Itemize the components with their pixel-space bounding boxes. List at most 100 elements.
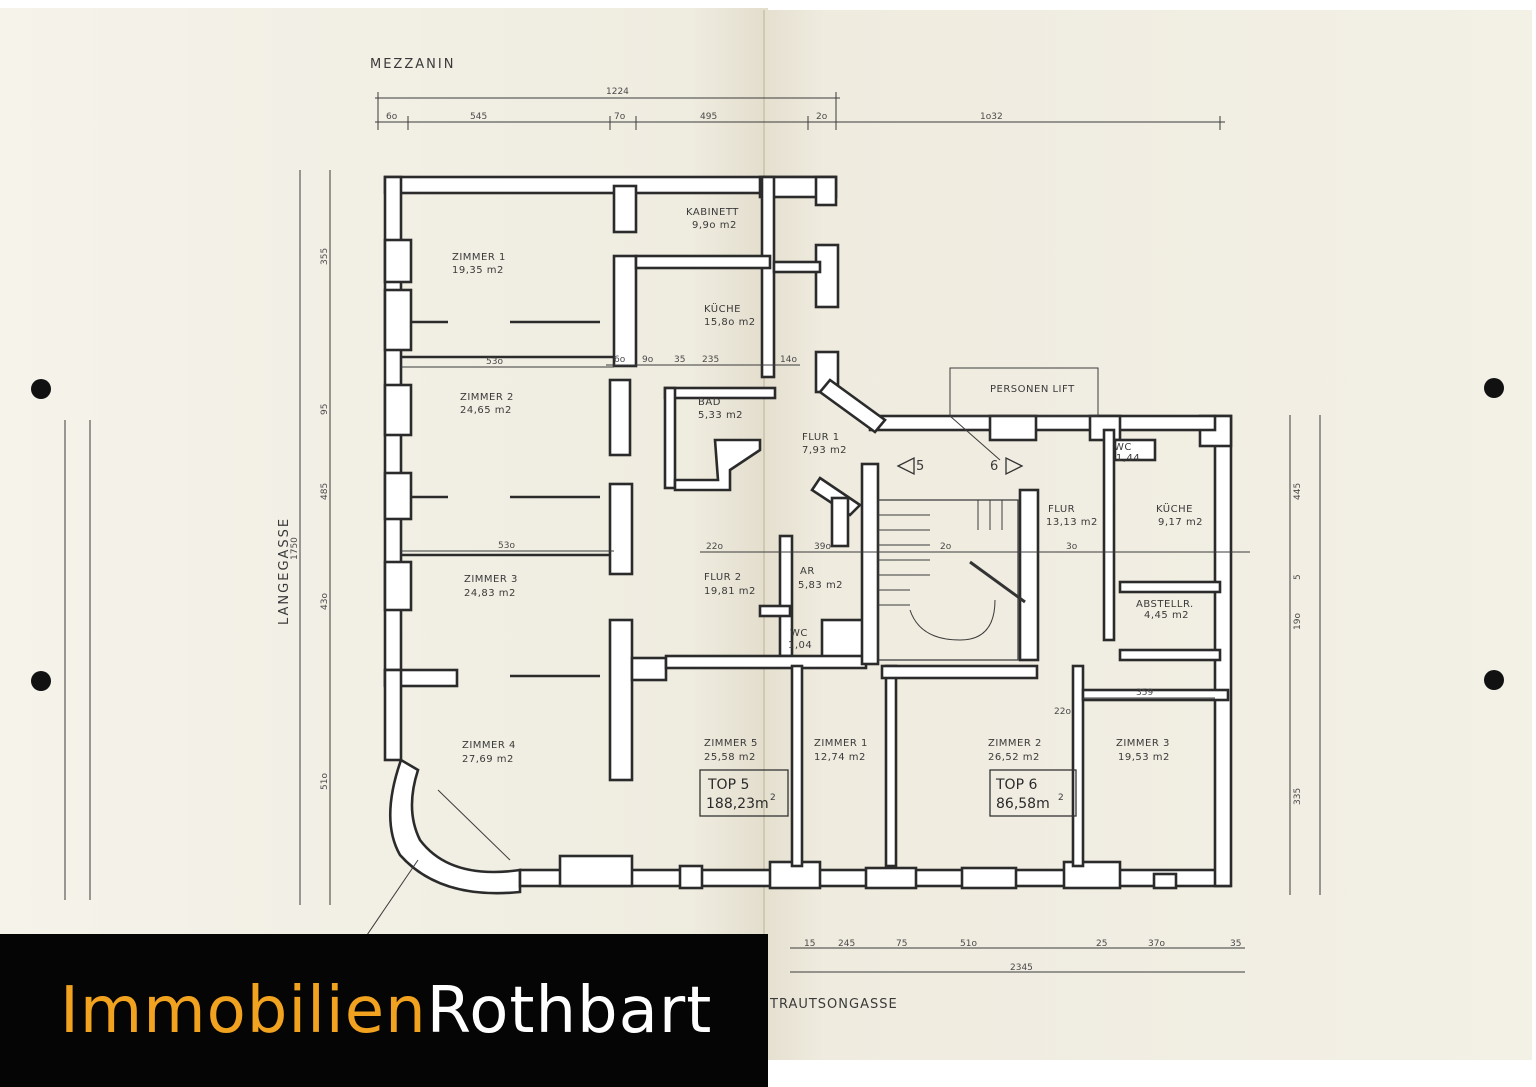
room-name: ZIMMER 3 bbox=[1116, 738, 1170, 749]
top5-area-sup: 2 bbox=[770, 793, 776, 803]
floor-title: MEZZANIN bbox=[370, 57, 455, 72]
dim-top: 6o bbox=[386, 112, 398, 122]
room-name: ZIMMER 3 bbox=[464, 574, 518, 585]
punch-hole bbox=[1484, 378, 1504, 398]
dim-left: 95 bbox=[320, 404, 330, 415]
street-left: LANGEGASSE bbox=[277, 517, 292, 625]
room-name: KÜCHE bbox=[1156, 502, 1193, 515]
dim-bottom: 37o bbox=[1148, 939, 1165, 949]
walls bbox=[349, 175, 1233, 961]
svg-text:9o: 9o bbox=[642, 355, 654, 365]
room-name: BAD bbox=[698, 397, 721, 408]
room-area: 26,52 m2 bbox=[988, 752, 1040, 763]
svg-text:35: 35 bbox=[674, 355, 685, 365]
room-name: ZIMMER 2 bbox=[988, 738, 1042, 749]
svg-text:359: 359 bbox=[1136, 688, 1153, 698]
top-dimensions: 1224 6o 545 7o 495 2o 1o32 bbox=[375, 87, 1225, 130]
svg-text:14o: 14o bbox=[780, 355, 797, 365]
entrance-markers: 5 6 bbox=[896, 456, 1024, 476]
room-name: FLUR 1 bbox=[802, 432, 840, 443]
room-area: 12,74 m2 bbox=[814, 752, 866, 763]
svg-text:6o: 6o bbox=[614, 355, 626, 365]
dim-left: 355 bbox=[320, 248, 330, 265]
dim-top: 7o bbox=[614, 112, 626, 122]
right-dimensions: 445 5 19o 335 bbox=[1289, 415, 1321, 895]
room-area: 13,13 m2 bbox=[1046, 517, 1098, 528]
top6-label: TOP 6 bbox=[995, 777, 1037, 793]
dim-bottom: 51o bbox=[960, 939, 977, 949]
dim-bottom: 245 bbox=[838, 939, 855, 949]
room-area: 19,81 m2 bbox=[704, 586, 756, 597]
room-area: 27,69 m2 bbox=[462, 754, 514, 765]
svg-text:3o: 3o bbox=[1066, 542, 1078, 552]
dim-bottom: 35 bbox=[1230, 939, 1241, 949]
room-name: KABINETT bbox=[686, 207, 739, 218]
dim-bottom: 25 bbox=[1096, 939, 1107, 949]
lift-label: PERSONEN LIFT bbox=[990, 384, 1075, 395]
top5-label: TOP 5 bbox=[707, 777, 749, 793]
staircase bbox=[877, 499, 1026, 661]
top5-area: 188,23m bbox=[706, 796, 769, 812]
room-name: FLUR bbox=[1048, 504, 1075, 515]
room-area: 9,9o m2 bbox=[692, 220, 737, 231]
room-name: ZIMMER 5 bbox=[704, 738, 758, 749]
svg-text:235: 235 bbox=[702, 355, 719, 365]
lift-box bbox=[949, 367, 1099, 417]
room-area: 19,35 m2 bbox=[452, 265, 504, 276]
room-name: ZIMMER 4 bbox=[462, 740, 516, 751]
dim-right: 5 bbox=[1293, 574, 1303, 580]
svg-text:6: 6 bbox=[990, 459, 998, 474]
room-area: 19,53 m2 bbox=[1118, 752, 1170, 763]
logo-text-immobilien: Immobilien bbox=[60, 973, 427, 1048]
room-area: 1,44 bbox=[1116, 453, 1140, 464]
dim-right: 335 bbox=[1293, 788, 1303, 805]
dim-right: 445 bbox=[1293, 483, 1303, 500]
room-area: 24,83 m2 bbox=[464, 588, 516, 599]
dim-top: 545 bbox=[470, 112, 487, 122]
room-area: 5,33 m2 bbox=[698, 410, 743, 421]
room-area: 15,8o m2 bbox=[704, 317, 756, 328]
svg-text:53o: 53o bbox=[486, 357, 503, 367]
dim-left-total: 1750 bbox=[290, 537, 300, 560]
dim-left: 43o bbox=[320, 593, 330, 610]
room-area: 4,45 m2 bbox=[1144, 610, 1189, 621]
room-area: 9,17 m2 bbox=[1158, 517, 1203, 528]
room-name: WC bbox=[790, 628, 808, 639]
dim-bottom: 15 bbox=[804, 939, 815, 949]
room-name: KÜCHE bbox=[704, 302, 741, 315]
logo-text-rothbart: Rothbart bbox=[426, 973, 713, 1048]
dim-top: 1o32 bbox=[980, 112, 1003, 122]
room-area: 7,93 m2 bbox=[802, 445, 847, 456]
top6-rooms: FLUR 13,13 m2 WC 1,44 KÜCHE 9,17 m2 ABST… bbox=[814, 384, 1203, 763]
dim-right: 19o bbox=[1293, 613, 1303, 630]
dim-top: 495 bbox=[700, 112, 717, 122]
dim-left: 485 bbox=[320, 483, 330, 500]
svg-text:22o: 22o bbox=[706, 542, 723, 552]
bottom-dimensions: 15 245 75 51o 25 37o 35 2345 TRAUTSONGAS… bbox=[769, 939, 1245, 1012]
street-bottom: TRAUTSONGASSE bbox=[769, 997, 898, 1012]
svg-text:2o: 2o bbox=[940, 542, 952, 552]
dim-top: 2o bbox=[816, 112, 828, 122]
room-area: 25,58 m2 bbox=[704, 752, 756, 763]
room-name: ZIMMER 2 bbox=[460, 392, 514, 403]
room-name: FLUR 2 bbox=[704, 572, 742, 583]
room-name: ZIMMER 1 bbox=[452, 252, 506, 263]
punch-hole bbox=[31, 379, 51, 399]
dim-left: 51o bbox=[320, 773, 330, 790]
top5-rooms: ZIMMER 1 19,35 m2 KABINETT 9,9o m2 KÜCHE… bbox=[452, 207, 847, 765]
room-name: ZIMMER 1 bbox=[814, 738, 868, 749]
svg-text:39o: 39o bbox=[814, 542, 831, 552]
dim-overall: 1224 bbox=[606, 87, 629, 97]
dim-bottom-total: 2345 bbox=[1010, 963, 1033, 973]
svg-text:53o: 53o bbox=[498, 541, 515, 551]
top6-box: TOP 6 86,58m 2 bbox=[989, 769, 1077, 817]
room-name: ABSTELLR. bbox=[1136, 599, 1194, 610]
top6-area-sup: 2 bbox=[1058, 793, 1064, 803]
svg-text:5: 5 bbox=[916, 459, 924, 474]
punch-hole bbox=[31, 671, 51, 691]
top5-box: TOP 5 188,23m 2 bbox=[699, 769, 789, 817]
room-name: AR bbox=[800, 566, 815, 577]
room-area: 1,04 bbox=[788, 640, 812, 651]
svg-text:22o: 22o bbox=[1054, 707, 1071, 717]
